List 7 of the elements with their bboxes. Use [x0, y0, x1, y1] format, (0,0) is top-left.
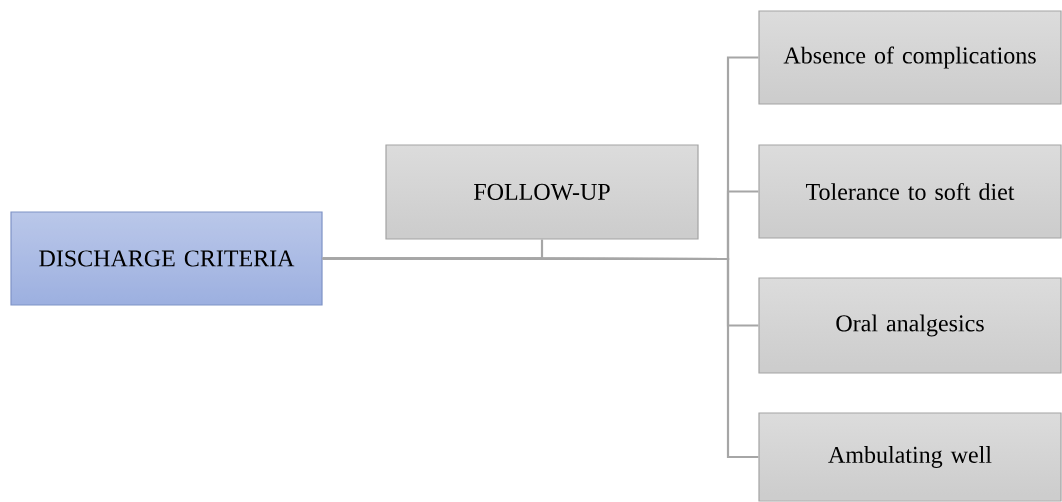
box: Absence of complications	[758, 10, 1062, 105]
box: Oral analgesics	[758, 277, 1062, 374]
box: Tolerance to soft diet	[758, 144, 1062, 239]
box: FOLLOW-UP	[385, 144, 699, 240]
criteria-box: DISCHARGE CRITERIA	[10, 211, 323, 306]
box: Ambulating well	[758, 412, 1062, 502]
connector-line	[322, 257, 759, 459]
